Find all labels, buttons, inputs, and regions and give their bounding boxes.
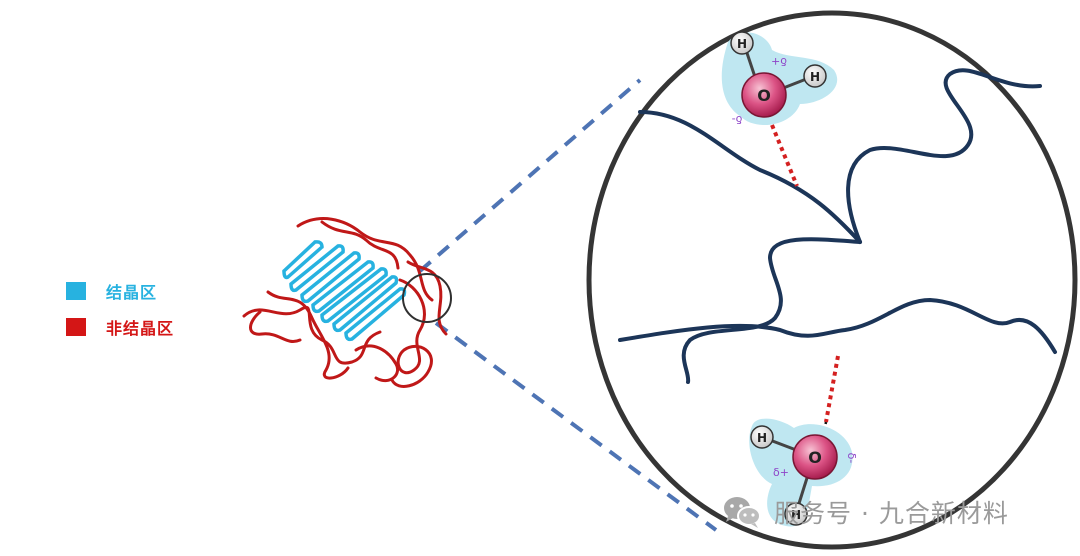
zoom-line-bottom [434,321,718,532]
hydrogen-bond-top [770,124,799,187]
crystalline-region [282,240,407,342]
amorphous-chain [354,344,399,383]
hydrogen-label: H [757,431,767,445]
water-molecule-top: H H O δ+ δ- [721,31,838,126]
amorphous-chain [249,310,302,343]
hydrogen-bonds [770,124,840,423]
charge-label: δ- [732,113,743,126]
lamella [344,287,407,342]
hydrogen-label: H [791,508,801,522]
zoom-line-top [418,78,642,273]
watermark-text: 服务号 · 九合新材料 [774,499,1009,528]
polymer-chain-lower [618,298,1057,354]
charge-label: δ+ [773,466,789,479]
legend-item-crystalline: 结晶区 [66,281,174,302]
hydrogen-bond-bottom [824,355,840,423]
lamella [311,260,375,314]
magnifier-circle [402,273,452,323]
legend: 结晶区 非结晶区 [66,281,175,338]
oxygen-label: O [757,86,771,105]
polymer-chain-middle [681,237,862,384]
legend-item-amorphous: 非结晶区 [66,317,175,338]
zoom-lines [418,78,718,532]
charge-label: δ+ [771,55,787,68]
oxygen-atom [741,72,787,118]
zoom-circle [586,10,1078,550]
oxygen-label: O [808,448,822,467]
amorphous-chain [320,220,400,270]
oxygen-atom [792,434,838,480]
hydrogen-atom [750,425,774,449]
hydrogen-label: H [810,70,820,84]
lamella [282,240,324,280]
lamella [332,275,399,333]
amorphous-chain [406,260,448,336]
wechat-icon [724,497,761,528]
polymer-chain-top [638,110,862,244]
lamella [289,244,345,293]
amorphous-chain [296,217,434,302]
hydrogen-label: H [737,37,747,51]
water-molecule-bottom: H H O δ+ δ- [749,418,858,527]
hydrogen-atom [784,502,808,526]
lamella [320,267,388,324]
legend-swatch-amorphous [66,318,86,336]
legend-swatch-crystalline [66,282,86,300]
amorphous-chain [266,290,350,380]
legend-label-crystalline: 结晶区 [106,283,158,302]
polymer-chain-right [846,68,1042,244]
watermark: 服务号 · 九合新材料 [722,494,1009,530]
lamella [300,251,361,304]
polymer-chains [618,68,1057,384]
charge-label: δ- [845,453,858,464]
amorphous-region [242,217,448,388]
amorphous-chain [242,306,382,365]
hydrogen-atom [730,31,754,55]
hydrogen-atom [803,64,827,88]
legend-label-amorphous: 非结晶区 [106,319,175,338]
